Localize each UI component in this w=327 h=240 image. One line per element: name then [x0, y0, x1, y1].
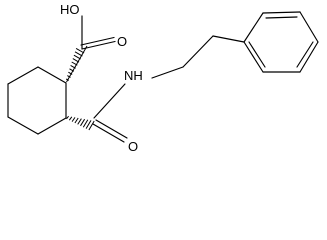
ring-bond [243, 41, 264, 73]
wedge-hash [70, 64, 76, 69]
wedge-hash [66, 45, 88, 83]
wedge-hash [69, 68, 75, 72]
ring-bond [37, 66, 67, 84]
wedge-hash [74, 51, 83, 57]
wedge-hash [82, 119, 89, 128]
wedge-hash [88, 120, 95, 131]
ring-bond [299, 11, 319, 43]
amide-oxygen-label: O [128, 139, 138, 154]
hydroxyl-label: HO [60, 2, 80, 17]
ring-bond [7, 116, 39, 135]
aromatic-inner-bond [296, 41, 314, 68]
wedge-hash [74, 117, 79, 124]
c-o-double-bond-1 [81, 40, 116, 50]
wedge-hash [71, 117, 76, 122]
acid-oxygen-label: O [117, 34, 127, 49]
ring-bond [7, 66, 39, 85]
aromatic-inner-bond [248, 41, 266, 68]
wedge-hash [72, 58, 80, 63]
wedge-hash [67, 75, 71, 78]
ethyl-linker [151, 35, 245, 79]
wedge-hash [66, 115, 69, 120]
ring-bond [262, 11, 301, 14]
c-o-double-bond-1 [95, 119, 128, 139]
wedge-hash [75, 47, 85, 54]
c-o-double-bond-2 [92, 123, 125, 143]
c-n-bond [93, 83, 126, 119]
hashed-wedge-bond-acid [65, 45, 88, 83]
wedge-hash [73, 54, 81, 60]
aromatic-inner-bond [265, 16, 298, 19]
phenyl-ring [243, 11, 319, 73]
hashed-wedge-bond-amide [66, 115, 95, 131]
ch2-phenyl-bond [212, 35, 245, 43]
n-ch2-bond [151, 66, 184, 79]
cyclohexane-ring [7, 66, 67, 135]
wedge-hash [77, 118, 82, 125]
c-o-double-bond-2 [80, 36, 115, 46]
wedge-hash [85, 120, 92, 129]
structure-canvas: HO O NH O [7, 2, 319, 154]
wedge-hash [68, 116, 73, 121]
wedge-hash [71, 61, 78, 66]
amide-nitrogen-label: NH [124, 68, 143, 83]
wedge-hash [68, 71, 73, 75]
ring-bond [243, 12, 264, 43]
wedge-hash [80, 118, 86, 127]
molecule-diagram: HO O NH O [7, 2, 319, 154]
wedge-hash [65, 78, 70, 81]
carboxylic-acid-group: HO O [60, 2, 127, 50]
ch2-ch2-bond [182, 35, 214, 68]
amide-group: NH O [92, 68, 143, 154]
ring-bond [37, 117, 67, 135]
ring-bond [299, 41, 319, 73]
